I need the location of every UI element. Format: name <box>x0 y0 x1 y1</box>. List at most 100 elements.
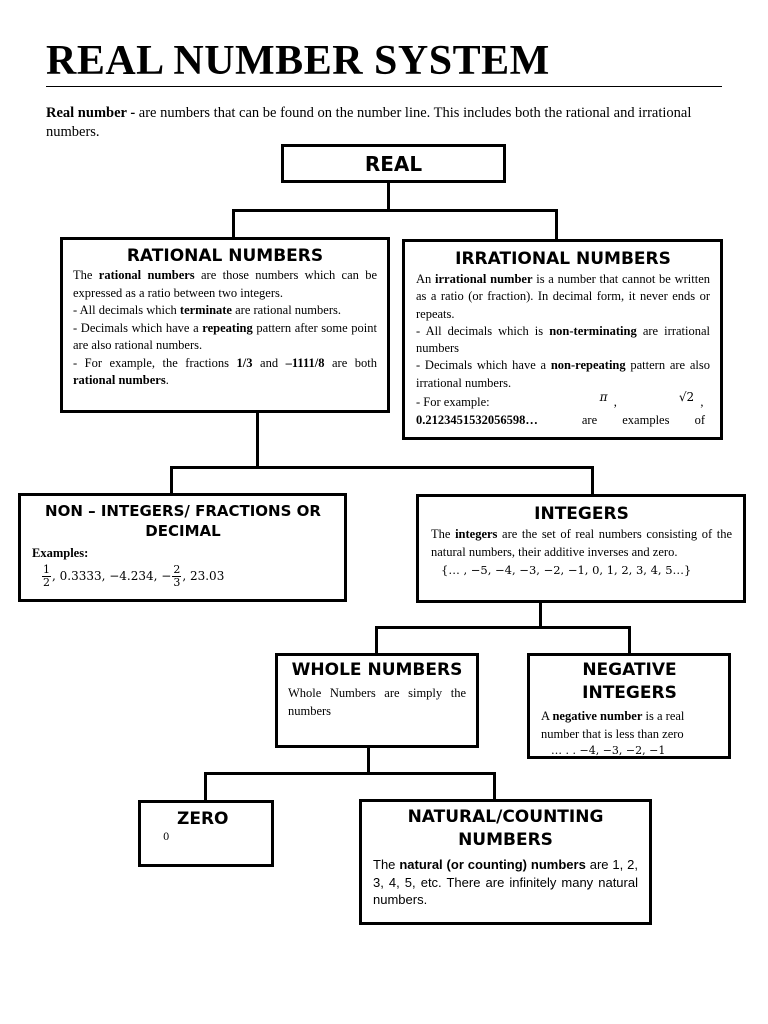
non-integers-box: NON – INTEGERS/ FRACTIONS OR DECIMAL Exa… <box>18 493 347 602</box>
text-segment: is a number that cannot be written as a … <box>416 272 710 321</box>
intro-text: are numbers that can be found on the num… <box>46 105 692 140</box>
text-segment: - Decimals which have a <box>416 358 551 373</box>
fraction-denominator: 2 <box>43 575 50 589</box>
bold-term: integers <box>455 527 498 541</box>
bold-term: –1111/8 <box>285 355 325 370</box>
bold-term: non-repeating <box>550 358 626 373</box>
text-segment: are irrational numbers <box>416 323 710 356</box>
integers-description: The integers are the set of real numbers… <box>431 526 732 561</box>
text-segment: are those numbers which can be expressed… <box>73 268 378 300</box>
irrational-example-suffix: are examples of <box>581 412 706 427</box>
fraction-numerator: 1 <box>42 562 51 577</box>
connector-to-whole <box>375 626 378 655</box>
bold-term: rational numbers <box>73 373 166 387</box>
zero-title: ZERO <box>177 809 229 829</box>
non-integers-title: NON – INTEGERS/ FRACTIONS OR DECIMAL <box>45 502 321 540</box>
intro-paragraph: Real number - are numbers that can be fo… <box>46 104 722 142</box>
bold-term: non-terminating <box>549 323 637 338</box>
irrational-numbers-description: An irrational number is a number that ca… <box>416 271 710 392</box>
zero-box: ZERO 0 <box>138 800 274 867</box>
connector-rational-down <box>256 412 259 468</box>
connector-real-branch <box>232 209 558 212</box>
text-segment: pattern are also irrational numbers. <box>416 358 710 390</box>
irrational-numbers-title: IRRATIONAL NUMBERS <box>455 249 671 269</box>
bold-term: repeating <box>202 320 253 335</box>
whole-numbers-title: WHOLE NUMBERS <box>291 660 463 680</box>
bold-term: irrational number <box>435 272 533 286</box>
real-title: REAL <box>364 152 423 176</box>
text-segment: are rational numbers. <box>231 303 341 317</box>
fraction-denominator: 3 <box>173 575 181 589</box>
text-segment: - Decimals which have a <box>73 320 203 335</box>
natural-numbers-box: NATURAL/COUNTING NUMBERS The natural (or… <box>359 799 652 925</box>
text-segment: The <box>73 268 99 282</box>
text-segment: The <box>373 857 400 872</box>
irrational-numbers-box: IRRATIONAL NUMBERS An irrational number … <box>402 239 723 440</box>
text-segment: - All decimals which is <box>416 323 550 338</box>
irrational-example-line-2: 0.2123451532056598…are examples of <box>416 412 710 430</box>
natural-numbers-description: The natural (or counting) numbers are 1,… <box>373 856 638 909</box>
rational-numbers-box: RATIONAL NUMBERS The rational numbers ar… <box>60 237 390 413</box>
whole-numbers-box: WHOLE NUMBERS Whole Numbers are simply t… <box>275 653 479 748</box>
negative-integers-box: NEGATIVE INTEGERS A negative number is a… <box>527 653 731 759</box>
connector-to-natural <box>493 772 496 801</box>
intro-term: Real number - <box>46 105 136 121</box>
connector-integers-branch <box>375 626 631 629</box>
connector-rational-branch <box>170 466 594 469</box>
text-segment: . <box>165 373 169 387</box>
connector-to-integers <box>591 466 594 496</box>
text-segment: is a real number that is less than zero <box>541 709 685 741</box>
description-line: A negative number is a real number that … <box>541 708 718 743</box>
irrational-example-line: - For example:π ,√2 , <box>416 390 704 410</box>
non-integer-examples-middle: , 0.3333, −4.234, − <box>52 568 172 583</box>
description-line: The rational numbers are those numbers w… <box>73 267 377 302</box>
connector-real-down <box>387 181 390 211</box>
bold-term: natural (or counting) numbers <box>399 857 586 872</box>
text-segment: - All decimals which <box>73 303 180 317</box>
title-underline <box>46 86 722 87</box>
bold-term: terminate <box>179 303 232 317</box>
bold-term: 1/3 <box>236 355 253 370</box>
negative-integers-description: A negative number is a real number that … <box>541 708 718 743</box>
fraction-numerator: 2 <box>172 562 182 577</box>
examples-label-text: Examples: <box>32 546 89 560</box>
real-box: REAL <box>281 144 506 183</box>
text-segment: and <box>252 355 286 370</box>
pi-symbol: π <box>599 390 608 405</box>
page-title: REAL NUMBER SYSTEM <box>46 38 550 84</box>
text-segment: An <box>416 272 436 286</box>
text-segment: are 1, 2, 3, 4, 5, etc. There are infini… <box>373 857 638 907</box>
zero-value: 0 <box>163 832 170 843</box>
natural-numbers-title: NATURAL/COUNTING NUMBERS <box>407 807 604 850</box>
text-segment: The <box>431 527 456 541</box>
description-line: - Decimals which have a non-repeating pa… <box>416 357 710 392</box>
rational-numbers-title: RATIONAL NUMBERS <box>126 246 324 266</box>
description-line: The natural (or counting) numbers are 1,… <box>373 856 638 909</box>
connector-whole-down <box>367 746 370 774</box>
connector-to-negative <box>628 626 631 655</box>
text-segment: pattern after some point are also ration… <box>73 320 377 353</box>
rational-numbers-description: The rational numbers are those numbers w… <box>73 267 377 390</box>
sqrt2-symbol: √2 <box>678 390 695 405</box>
negative-sequence: … . . −4, −3, −2, −1 <box>551 744 666 757</box>
description-line: - All decimals which is non-terminating … <box>416 323 710 358</box>
text-segment: are both <box>324 355 377 370</box>
text-segment: are the set of real numbers consisting o… <box>431 527 732 559</box>
text-segment: - For example, the fractions <box>73 355 237 370</box>
integers-set: {… , −5, −4, −3, −2, −1, 0, 1, 2, 3, 4, … <box>441 563 692 577</box>
connector-to-non-integers <box>170 466 173 495</box>
non-integer-examples-tail: , 23.03 <box>182 568 225 583</box>
connector-to-zero <box>204 772 207 802</box>
description-line: An irrational number is a number that ca… <box>416 271 710 323</box>
whole-numbers-description: Whole Numbers are simply the numbers <box>288 686 466 718</box>
bold-term: rational numbers <box>98 268 195 282</box>
connector-integers-down <box>539 601 542 628</box>
description-line: - Decimals which have a repeating patter… <box>73 320 377 355</box>
irrational-example-prefix: - For example: <box>416 395 490 410</box>
description-line: - All decimals which terminate are ratio… <box>73 302 377 320</box>
connector-to-irrational <box>555 209 558 241</box>
